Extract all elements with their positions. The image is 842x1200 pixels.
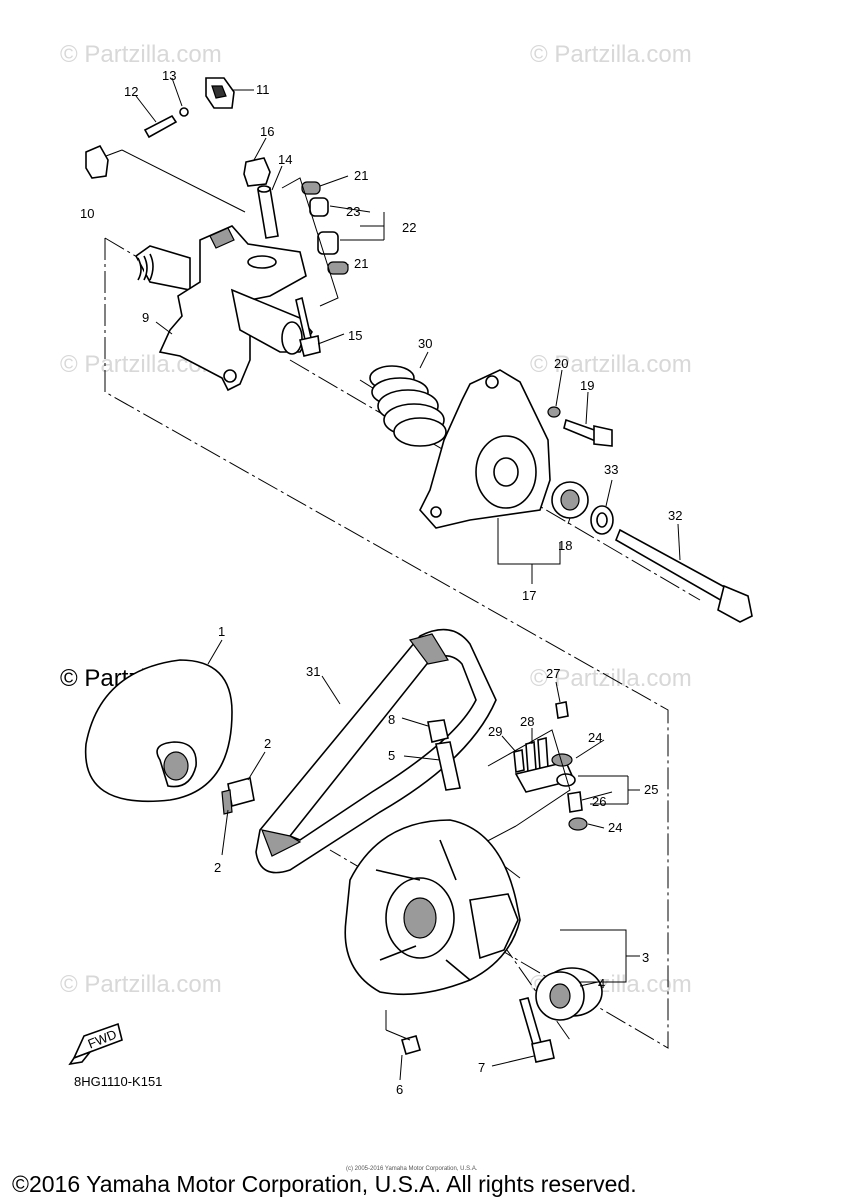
- callout-18: 18: [558, 538, 572, 553]
- callout-2: 2: [214, 860, 221, 875]
- callout-21: 21: [354, 256, 368, 271]
- callout-22: 22: [402, 220, 416, 235]
- callout-27: 27: [546, 666, 560, 681]
- part-1-sheave: [84, 659, 233, 803]
- diagram-code: 8HG1110-K151: [74, 1074, 162, 1089]
- leader-lines: [135, 77, 681, 1081]
- part-20-washer: [547, 406, 561, 418]
- group-bracket: [281, 177, 339, 307]
- part-10-block: [85, 144, 109, 179]
- leader: [105, 149, 123, 157]
- part-27-screw: [555, 701, 569, 719]
- part-11-clip-detail: [211, 85, 227, 99]
- callout-9: 9: [142, 310, 149, 325]
- callout-23: 23: [346, 204, 360, 219]
- part-3-sheave: [344, 819, 521, 996]
- part-24-washer: [568, 817, 588, 831]
- part-13-ring: [179, 107, 189, 117]
- callout-11: 11: [256, 82, 270, 97]
- part-31-belt: [255, 628, 497, 874]
- callout-24: 24: [608, 820, 622, 835]
- part-12-pin: [143, 114, 178, 139]
- leader: [121, 149, 246, 213]
- part-32-bolt: [614, 528, 732, 604]
- watermark: © Partzilla.com: [530, 41, 692, 68]
- callout-2: 2: [264, 736, 271, 751]
- callout-26: 26: [592, 794, 606, 809]
- part-23-bushing: [317, 231, 339, 255]
- part-15-bolt-head: [299, 335, 321, 357]
- leader: [385, 1029, 411, 1041]
- part-24-washer: [556, 773, 576, 787]
- part-29-pin: [513, 748, 525, 774]
- part-2-bushing-detail: [221, 789, 233, 815]
- part-32-bolt-head: [717, 584, 753, 623]
- watermark: © Partzilla.com: [60, 41, 222, 68]
- callout-13: 13: [162, 68, 176, 83]
- callout-4: 4: [598, 976, 605, 991]
- callout-20: 20: [554, 356, 568, 371]
- part-18-bearing-bore: [560, 489, 580, 511]
- callout-19: 19: [580, 378, 594, 393]
- watermark: © Partzilla.com: [530, 351, 692, 378]
- part-26-roller: [567, 791, 583, 813]
- callout-8: 8: [388, 712, 395, 727]
- callout-15: 15: [348, 328, 362, 343]
- callout-21: 21: [354, 168, 368, 183]
- part-16-nut: [243, 157, 271, 187]
- part-6-plug: [401, 1035, 421, 1055]
- group-bracket-25: [487, 729, 571, 827]
- fine-print: (c) 2005-2016 Yamaha Motor Corporation, …: [346, 1166, 478, 1172]
- part-33-washer-hole: [596, 512, 608, 528]
- fwd-arrow-icon: FWD: [68, 1022, 123, 1066]
- callout-6: 6: [396, 1082, 403, 1097]
- callout-30: 30: [418, 336, 432, 351]
- callout-33: 33: [604, 462, 618, 477]
- part-4-bearing-bore: [549, 983, 571, 1009]
- group-bracket-17: [497, 518, 561, 565]
- callout-32: 32: [668, 508, 682, 523]
- watermark: © Partzilla.com: [60, 971, 222, 998]
- callout-24: 24: [588, 730, 602, 745]
- part-2-bushing: [227, 776, 255, 808]
- part-19-bolt-head: [593, 425, 613, 447]
- part-21-washer: [301, 181, 321, 195]
- axis-line: [499, 939, 571, 1041]
- part-17-cover: [419, 369, 551, 529]
- callout-31: 31: [306, 664, 320, 679]
- part-28-pin: [525, 740, 537, 774]
- callout-5: 5: [388, 748, 395, 763]
- callout-7: 7: [478, 1060, 485, 1075]
- callout-16: 16: [260, 124, 274, 139]
- part-28-pin: [537, 736, 549, 772]
- part-30-spring: [369, 365, 447, 447]
- callout-12: 12: [124, 84, 138, 99]
- callout-10: 10: [80, 206, 94, 221]
- part-24-washer: [551, 753, 573, 767]
- part-14-collar-top: [257, 185, 271, 193]
- callout-3: 3: [642, 950, 649, 965]
- part-5-sleeve: [435, 741, 461, 791]
- part-23-bushing: [309, 197, 329, 217]
- copyright-footer: ©2016 Yamaha Motor Corporation, U.S.A. A…: [12, 1171, 637, 1197]
- part-21-washer: [327, 261, 349, 275]
- part-8-nut: [427, 719, 449, 743]
- callout-14: 14: [278, 152, 292, 167]
- callout-17: 17: [522, 588, 536, 603]
- callout-28: 28: [520, 714, 534, 729]
- callout-1: 1: [218, 624, 225, 639]
- part-14-collar: [257, 187, 279, 239]
- part-7-bolt-head: [531, 1039, 555, 1063]
- callout-25: 25: [644, 782, 658, 797]
- callout-29: 29: [488, 724, 502, 739]
